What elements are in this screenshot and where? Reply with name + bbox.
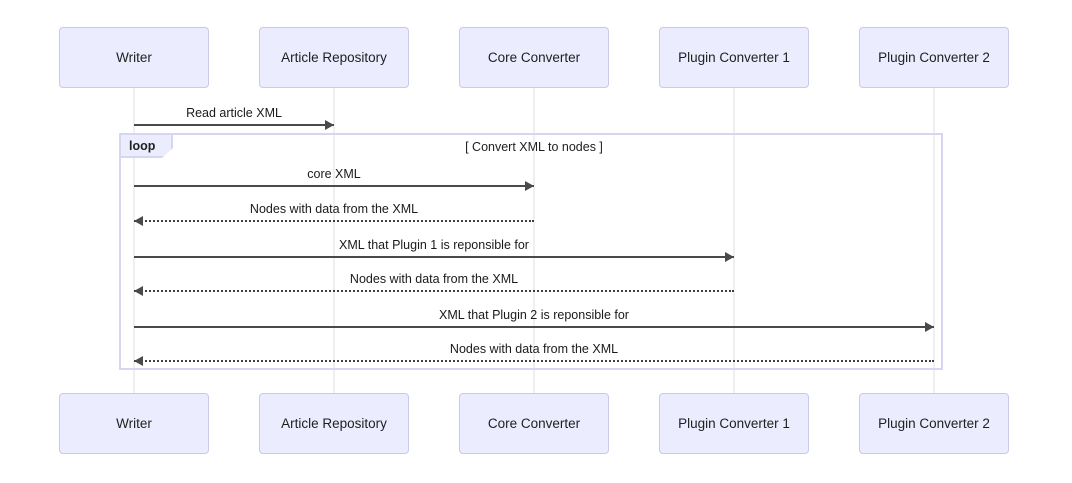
participant-top-article-repository[interactable]: Article Repository	[259, 27, 409, 88]
participant-top-core-converter[interactable]: Core Converter	[459, 27, 609, 88]
loop-fragment-tag: loop	[121, 135, 174, 158]
message-line-2	[134, 220, 534, 222]
message-line-3	[134, 256, 734, 258]
message-label-3: XML that Plugin 1 is reponsible for	[339, 238, 529, 252]
message-label-4: Nodes with data from the XML	[349, 272, 519, 286]
message-line-0	[134, 124, 334, 126]
participant-label: Plugin Converter 2	[878, 416, 990, 431]
message-line-6	[134, 360, 934, 362]
participant-label: Article Repository	[281, 50, 387, 65]
message-arrowhead-1	[525, 181, 534, 191]
message-label-2: Nodes with data from the XML	[249, 202, 419, 216]
message-arrowhead-4	[134, 286, 143, 296]
participant-bottom-article-repository[interactable]: Article Repository	[259, 393, 409, 454]
participant-bottom-core-converter[interactable]: Core Converter	[459, 393, 609, 454]
lifeline-plugin-converter-2	[933, 88, 935, 393]
loop-fragment-condition: [ Convert XML to nodes ]	[465, 140, 603, 154]
message-arrowhead-6	[134, 356, 143, 366]
participant-bottom-plugin-converter-1[interactable]: Plugin Converter 1	[659, 393, 809, 454]
participant-top-plugin-converter-1[interactable]: Plugin Converter 1	[659, 27, 809, 88]
participant-bottom-writer[interactable]: Writer	[59, 393, 209, 454]
participant-label: Article Repository	[281, 416, 387, 431]
lifeline-core-converter	[533, 88, 535, 393]
lifeline-writer	[133, 88, 135, 393]
message-line-1	[134, 185, 534, 187]
participant-label: Core Converter	[487, 416, 581, 431]
message-line-5	[134, 326, 934, 328]
participant-label: Plugin Converter 1	[678, 50, 790, 65]
participant-label: Writer	[116, 416, 152, 431]
participant-top-plugin-converter-2[interactable]: Plugin Converter 2	[859, 27, 1009, 88]
participant-bottom-plugin-converter-2[interactable]: Plugin Converter 2	[859, 393, 1009, 454]
lifeline-plugin-converter-1	[733, 88, 735, 393]
message-arrowhead-3	[725, 252, 734, 262]
participant-label: Plugin Converter 1	[678, 416, 790, 431]
participant-label: Core Converter	[487, 50, 581, 65]
message-label-5: XML that Plugin 2 is reponsible for	[439, 308, 629, 322]
lifeline-article-repository	[333, 88, 335, 393]
message-label-0: Read article XML	[186, 106, 282, 120]
loop-fragment-frame	[119, 133, 943, 370]
message-label-6: Nodes with data from the XML	[449, 342, 619, 356]
participant-top-writer[interactable]: Writer	[59, 27, 209, 88]
message-line-4	[134, 290, 734, 292]
message-arrowhead-5	[925, 322, 934, 332]
participant-label: Plugin Converter 2	[878, 50, 990, 65]
message-label-1: core XML	[307, 167, 361, 181]
participant-label: Writer	[116, 50, 152, 65]
message-arrowhead-2	[134, 216, 143, 226]
message-arrowhead-0	[325, 120, 334, 130]
